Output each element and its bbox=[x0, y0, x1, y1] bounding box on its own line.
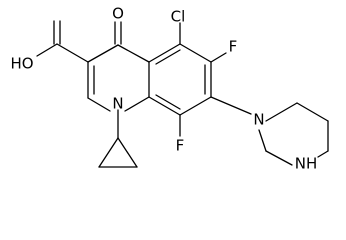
ketone-oxygen-label: O bbox=[112, 5, 124, 23]
fluorine-upper-label: F bbox=[229, 38, 238, 56]
molecule-structure: Cl O HO F F N N NH bbox=[10, 5, 329, 173]
fluorine-lower-label: F bbox=[176, 137, 185, 155]
piperazine-nitrogen-label: N bbox=[253, 111, 264, 129]
atom-labels: Cl O HO F F N N NH bbox=[10, 5, 317, 173]
quinolone-nitrogen-label: N bbox=[112, 95, 123, 113]
chlorine-atom-label: Cl bbox=[171, 8, 186, 26]
hydroxyl-label: HO bbox=[10, 55, 33, 73]
bond-lines bbox=[36, 20, 329, 168]
piperazine-nh-label: NH bbox=[295, 155, 318, 173]
structure-canvas: Cl O HO F F N N NH bbox=[10, 5, 329, 173]
